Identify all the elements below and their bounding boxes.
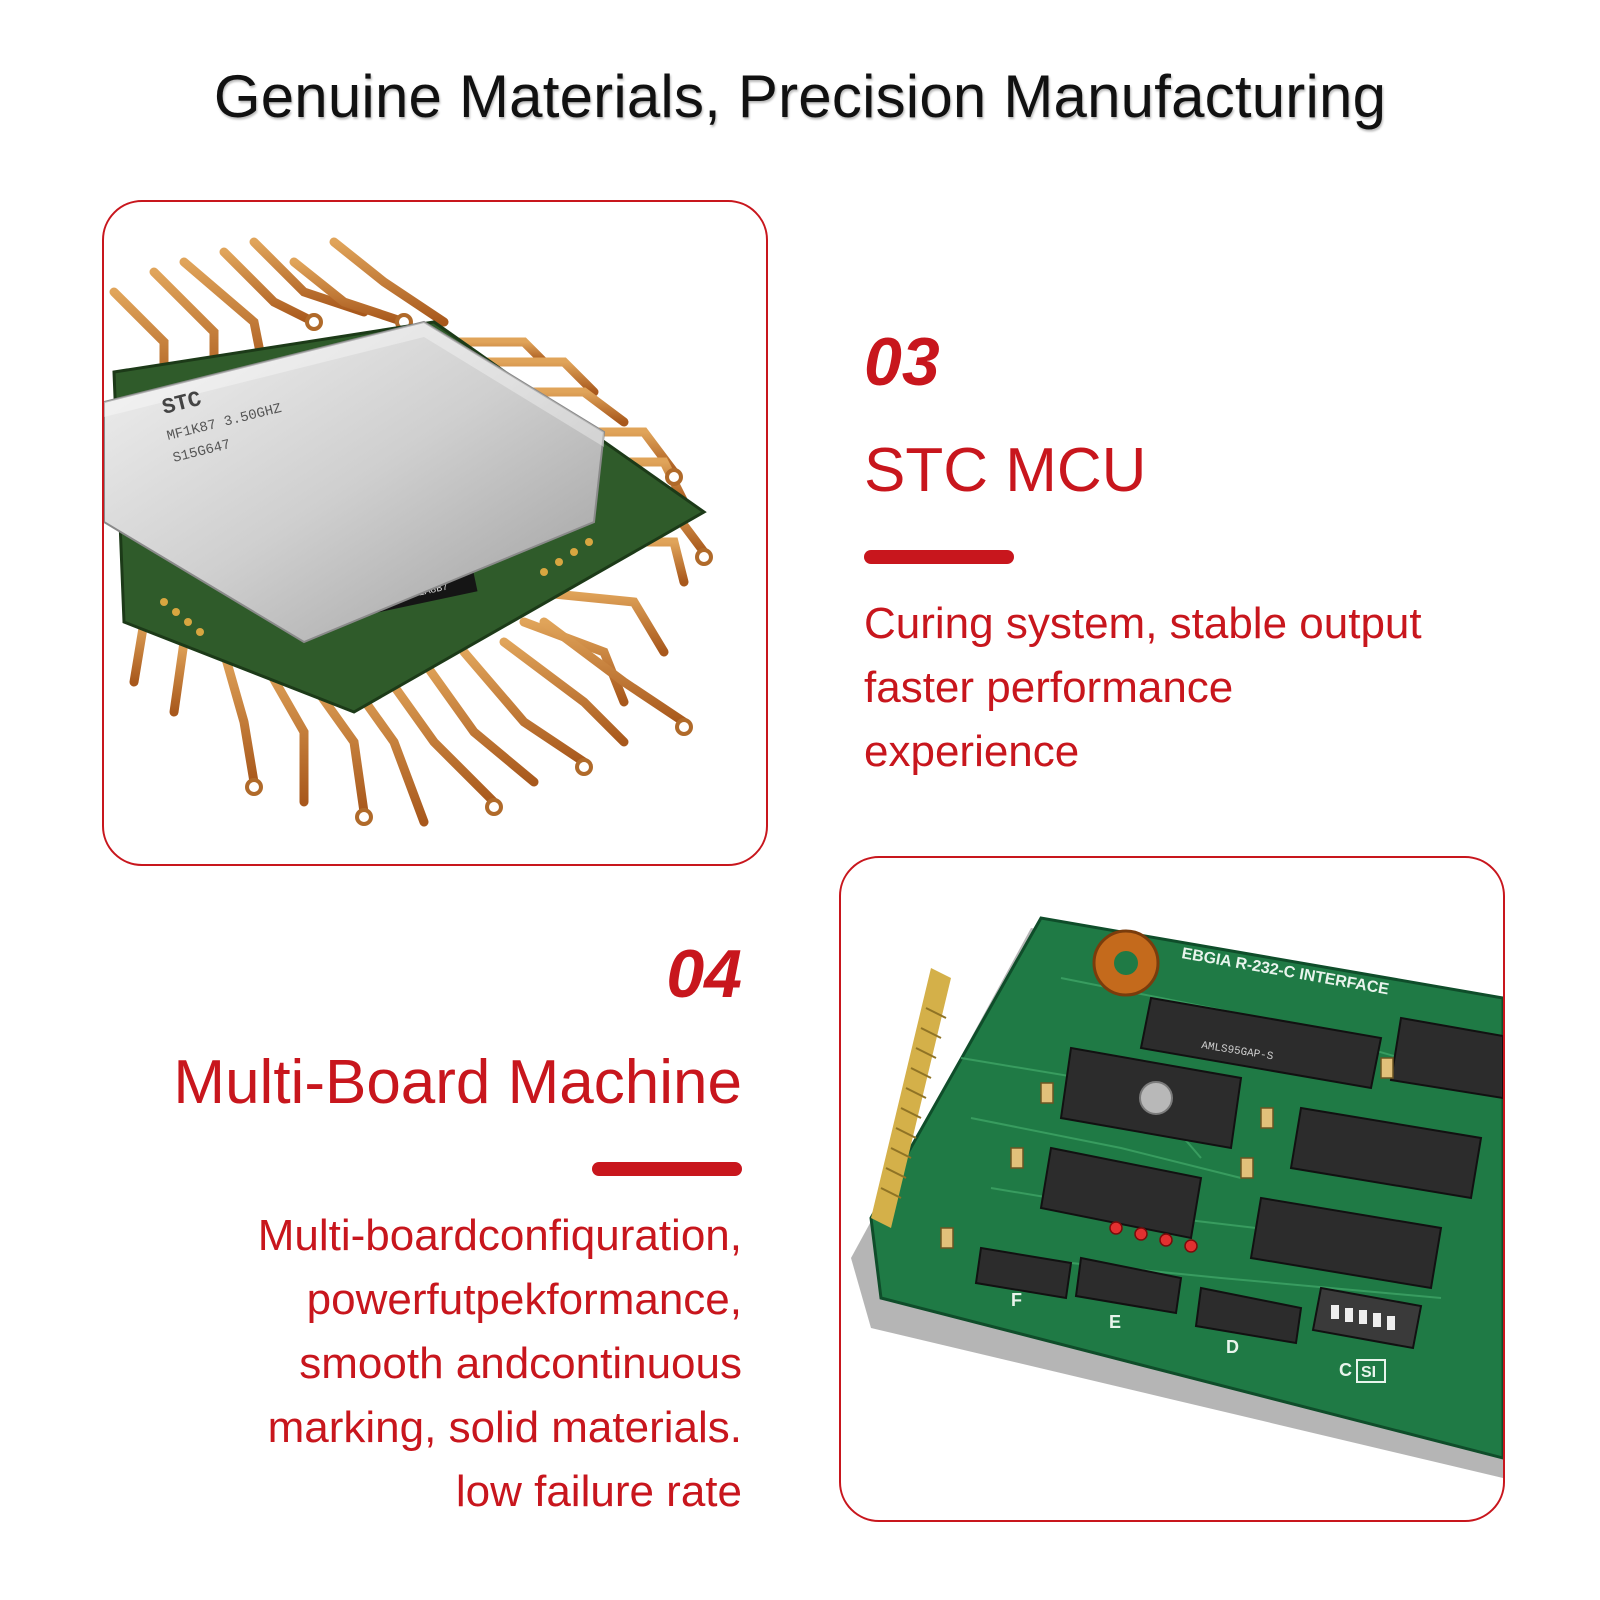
feature-description: Multi-boardconfiquration, powerfutpekfor…	[42, 1204, 742, 1524]
description-line: Multi-boardconfiquration,	[257, 1211, 742, 1260]
feature-title: STC MCU	[864, 436, 1147, 505]
row-label: F	[1011, 1290, 1022, 1310]
circuit-board-photo: EBGIA R-232-C INTERFACE AMLS95GAP-S	[839, 856, 1505, 1522]
corner-label: SI	[1361, 1364, 1376, 1381]
feature-description: Curing system, stable output faster perf…	[864, 592, 1564, 784]
cpu-chip-illustration: ZYSR8G1A8B7 STC MF1K87 3.50GHZ S15G647	[104, 237, 713, 827]
toroid-inductor	[1092, 929, 1160, 997]
description-line: smooth andcontinuous	[299, 1339, 742, 1388]
description-line: marking, solid materials.	[267, 1403, 742, 1452]
ic-chips	[974, 996, 1503, 1345]
substrate-contacts	[160, 538, 593, 636]
description-line: Curing system, stable output	[864, 599, 1422, 648]
circuit-board-illustration: EBGIA R-232-C INTERFACE AMLS95GAP-S	[851, 916, 1503, 1478]
row-label: D	[1226, 1337, 1239, 1357]
status-leds	[1109, 1221, 1198, 1253]
eprom-window	[1139, 1081, 1173, 1115]
feature-04: 04 Multi-Board Machine Multi-boardconfiq…	[42, 940, 742, 1524]
description-line: experience	[864, 727, 1080, 776]
page-title: Genuine Materials, Precision Manufacturi…	[213, 63, 1387, 130]
feature-number: 04	[666, 936, 742, 1012]
feature-number: 03	[864, 324, 940, 400]
capacitors	[940, 1057, 1394, 1249]
row-label: E	[1109, 1312, 1121, 1332]
row-label: C	[1339, 1360, 1352, 1380]
feature-divider	[592, 1162, 742, 1176]
cpu-chip-photo: ZYSR8G1A8B7 STC MF1K87 3.50GHZ S15G647	[102, 200, 768, 866]
description-line: faster performance	[864, 663, 1234, 712]
description-line: low failure rate	[455, 1467, 742, 1516]
dip-switch	[1311, 1286, 1423, 1350]
description-line: powerfutpekformance,	[306, 1275, 742, 1324]
feature-03: 03 STC MCU Curing system, stable output …	[864, 328, 1564, 784]
feature-divider	[864, 550, 1014, 564]
feature-title: Multi-Board Machine	[173, 1048, 742, 1117]
cpu-lid	[104, 320, 606, 644]
